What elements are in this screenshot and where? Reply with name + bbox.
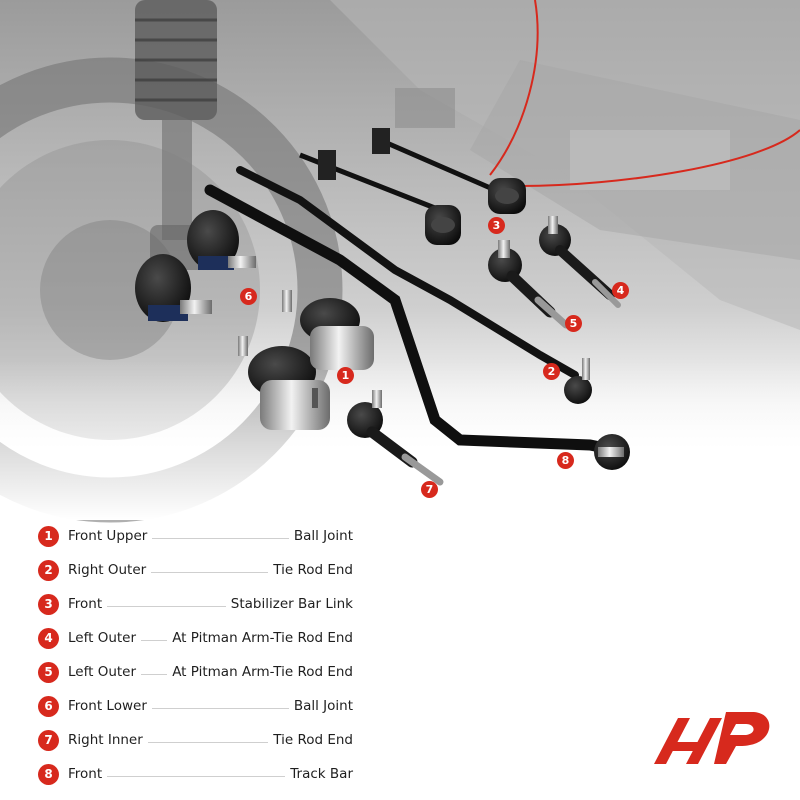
legend-number: 1 [38,525,59,547]
tie-rod-end-part-4 [539,216,621,308]
legend-part-name: Stabilizer Bar Link [230,596,353,612]
legend-item-7: 7 Right Inner Tie Rod End [38,723,353,757]
legend-item-2: 2 Right Outer Tie Rod End [38,553,353,587]
stabilizer-bar-link-part [299,128,526,245]
legend-divider [147,741,269,743]
legend-number: 3 [38,593,59,615]
legend-divider [151,707,289,709]
legend-item-4: 4 Left Outer At Pitman Arm-Tie Rod End [38,621,353,655]
legend-item-6: 6 Front Lower Ball Joint [38,689,353,723]
callout-8: 8 [557,452,574,469]
legend-position: Left Outer [68,630,137,646]
legend-item-3: 3 Front Stabilizer Bar Link [38,587,353,621]
callout-1: 1 [337,367,354,384]
accent-arc [489,0,539,176]
legend-part-name: At Pitman Arm-Tie Rod End [172,630,353,646]
parts-legend: 1 Front Upper Ball Joint 2 Right Outer T… [38,519,353,791]
legend-number: 6 [38,695,59,717]
legend-part-name: Tie Rod End [273,732,353,748]
track-bar-part [204,184,621,456]
legend-item-1: 1 Front Upper Ball Joint [38,519,353,553]
legend-part-name: At Pitman Arm-Tie Rod End [172,664,353,680]
legend-part-name: Ball Joint [293,528,353,544]
tie-rod-end-part-7 [347,390,444,486]
legend-number: 4 [38,627,59,649]
lower-ball-joint-part [135,210,256,322]
tie-rod-end-part-5 [488,240,570,329]
legend-number: 5 [38,661,59,683]
legend-divider [107,605,226,607]
legend-position: Front [68,596,103,612]
legend-divider [107,775,286,777]
legend-number: 7 [38,729,59,751]
tie-rod-part [236,166,579,379]
callout-6: 6 [240,288,257,305]
callout-3: 3 [488,217,505,234]
callout-2: 2 [543,363,560,380]
legend-position: Front Lower [68,698,147,714]
legend-part-name: Ball Joint [293,698,353,714]
legend-number: 8 [38,763,59,785]
legend-divider [141,639,168,641]
legend-divider [152,537,289,539]
callout-7: 7 [421,481,438,498]
brand-logo [654,712,770,764]
legend-position: Front Upper [68,528,148,544]
legend-divider [151,571,269,573]
callout-5: 5 [565,315,582,332]
callout-4: 4 [612,282,629,299]
legend-part-name: Tie Rod End [273,562,353,578]
legend-divider [141,673,168,675]
legend-item-8: 8 Front Track Bar [38,757,353,791]
legend-part-name: Track Bar [290,766,353,782]
legend-number: 2 [38,559,59,581]
legend-position: Front [68,766,103,782]
legend-item-5: 5 Left Outer At Pitman Arm-Tie Rod End [38,655,353,689]
legend-position: Right Outer [68,562,147,578]
legend-position: Right Inner [68,732,143,748]
legend-position: Left Outer [68,664,137,680]
upper-ball-joint-part [238,290,374,430]
